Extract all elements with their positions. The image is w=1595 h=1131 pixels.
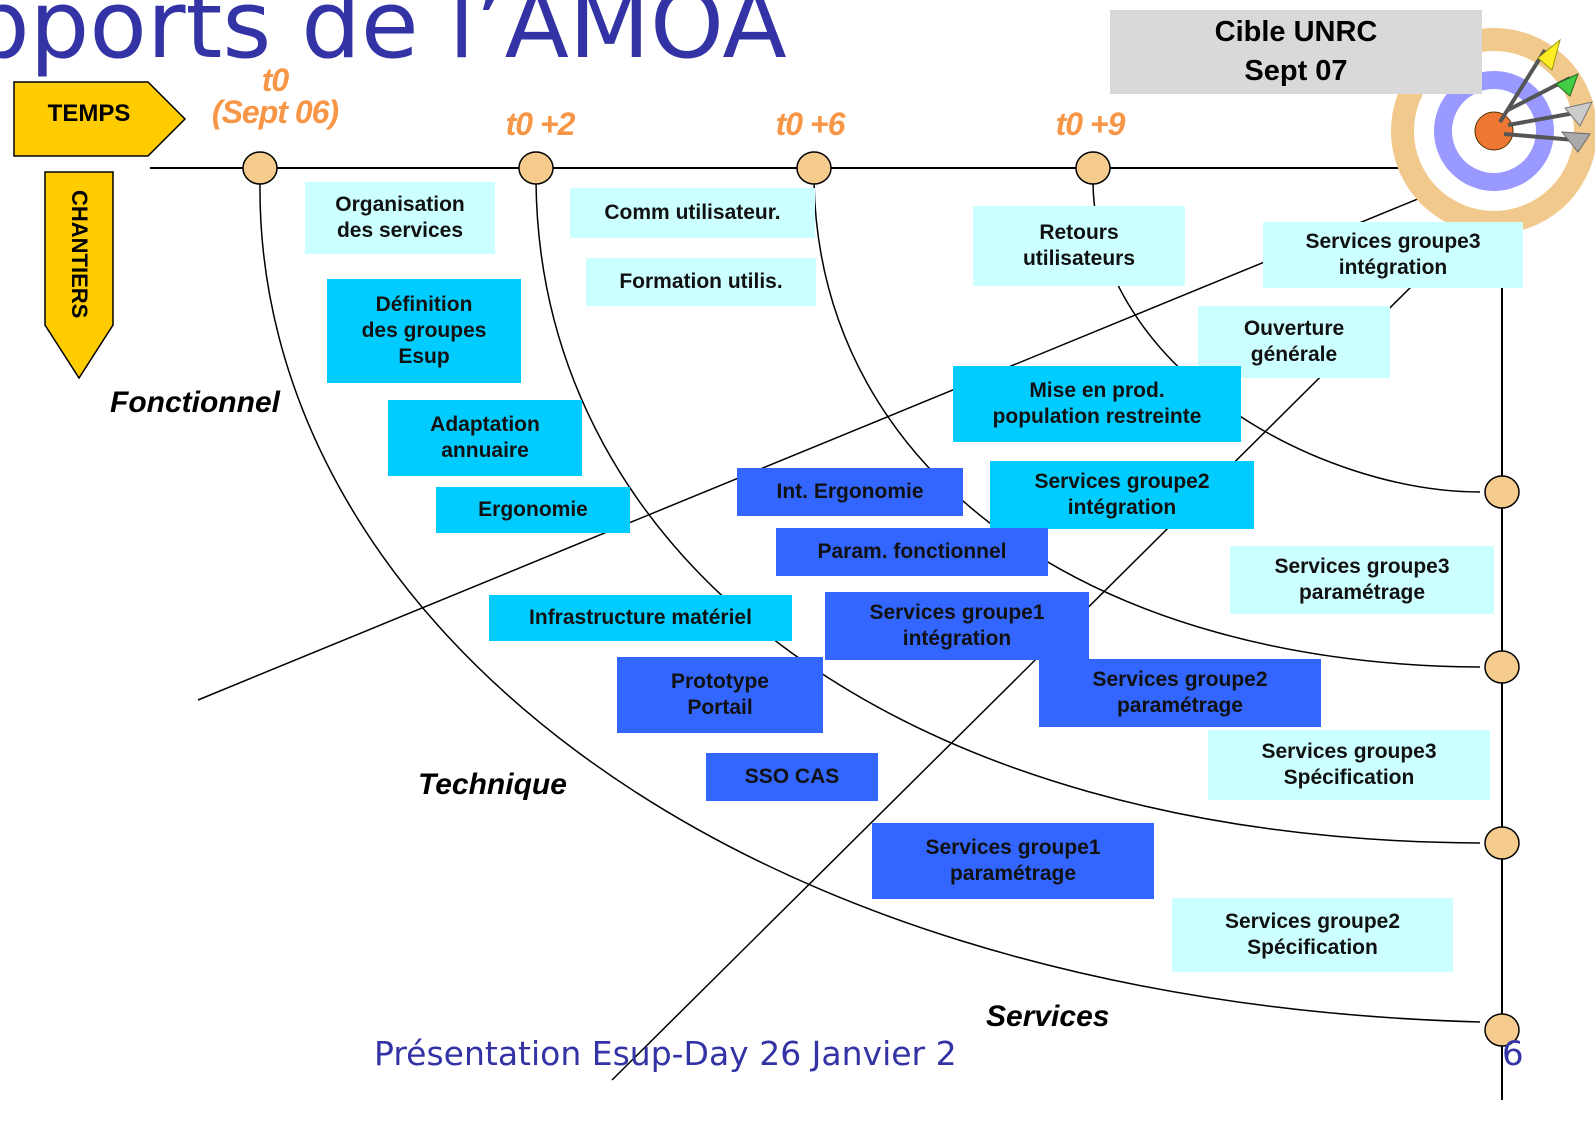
milestone-t9	[1075, 151, 1111, 185]
box-organisation-services: Organisation des services	[305, 182, 495, 254]
milestone-target-3	[1484, 826, 1520, 860]
box-infrastructure-materiel: Infrastructure matériel	[489, 595, 792, 641]
box-int-ergonomie: Int. Ergonomie	[737, 468, 963, 516]
milestone-t2	[518, 151, 554, 185]
milestone-target-2	[1484, 650, 1520, 684]
page-number: 6	[1502, 1034, 1524, 1074]
box-ergonomie: Ergonomie	[436, 487, 630, 533]
chantiers-arrow	[44, 171, 114, 380]
box-sg3-specification: Services groupe3 Spécification	[1208, 730, 1490, 800]
box-sso-cas: SSO CAS	[706, 753, 878, 801]
arc-t0	[259, 181, 1481, 1023]
arc-t2	[535, 181, 1481, 844]
target-label: Cible UNRC Sept 07	[1110, 10, 1482, 94]
box-formation-utilis: Formation utilis.	[586, 258, 816, 306]
box-prototype-portail: Prototype Portail	[617, 657, 823, 733]
box-sg1-parametrage: Services groupe1 paramétrage	[872, 823, 1154, 899]
box-sg3-integration: Services groupe3 intégration	[1263, 222, 1523, 288]
technique-axis	[611, 277, 1421, 1081]
axis-label-technique: Technique	[418, 768, 567, 801]
time-label-t0: t0 (Sept 06)	[211, 62, 339, 130]
box-sg1-integration: Services groupe1 intégration	[825, 592, 1089, 660]
box-sg3-parametrage: Services groupe3 paramétrage	[1230, 546, 1494, 614]
page-title: pports de l’AMOA	[0, 0, 787, 80]
milestone-target-4	[1484, 1013, 1520, 1047]
milestone-t0	[242, 151, 278, 185]
box-sg2-specification: Services groupe2 Spécification	[1172, 898, 1453, 972]
box-comm-utilisateur: Comm utilisateur.	[570, 188, 815, 238]
box-definition-groupes: Définition des groupes Esup	[327, 279, 521, 383]
box-adaptation-annuaire: Adaptation annuaire	[388, 400, 582, 476]
axis-label-fonctionnel: Fonctionnel	[110, 386, 280, 419]
time-label-t9: t0 +9	[1055, 106, 1126, 142]
darts-icon	[1498, 38, 1593, 153]
fonctionnel-axis	[197, 195, 1426, 701]
footer-text: Présentation Esup-Day 26 Janvier 2	[374, 1034, 957, 1073]
box-param-fonctionnel: Param. fonctionnel	[776, 528, 1048, 576]
chantiers-label: CHANTIERS	[67, 190, 92, 319]
box-ouverture-generale: Ouverture générale	[1198, 306, 1390, 378]
temps-arrow	[13, 81, 187, 157]
time-label-t6: t0 +6	[775, 106, 846, 142]
box-mise-en-prod: Mise en prod. population restreinte	[953, 366, 1241, 442]
box-sg2-parametrage: Services groupe2 paramétrage	[1039, 659, 1321, 727]
time-label-t2: t0 +2	[505, 106, 576, 142]
box-retours-utilisateurs: Retours utilisateurs	[973, 206, 1185, 286]
temps-label: TEMPS	[47, 100, 131, 127]
milestone-t6	[796, 151, 832, 185]
milestone-target-1	[1484, 475, 1520, 509]
axis-label-services: Services	[986, 1000, 1110, 1033]
box-sg2-integration: Services groupe2 intégration	[990, 461, 1254, 529]
